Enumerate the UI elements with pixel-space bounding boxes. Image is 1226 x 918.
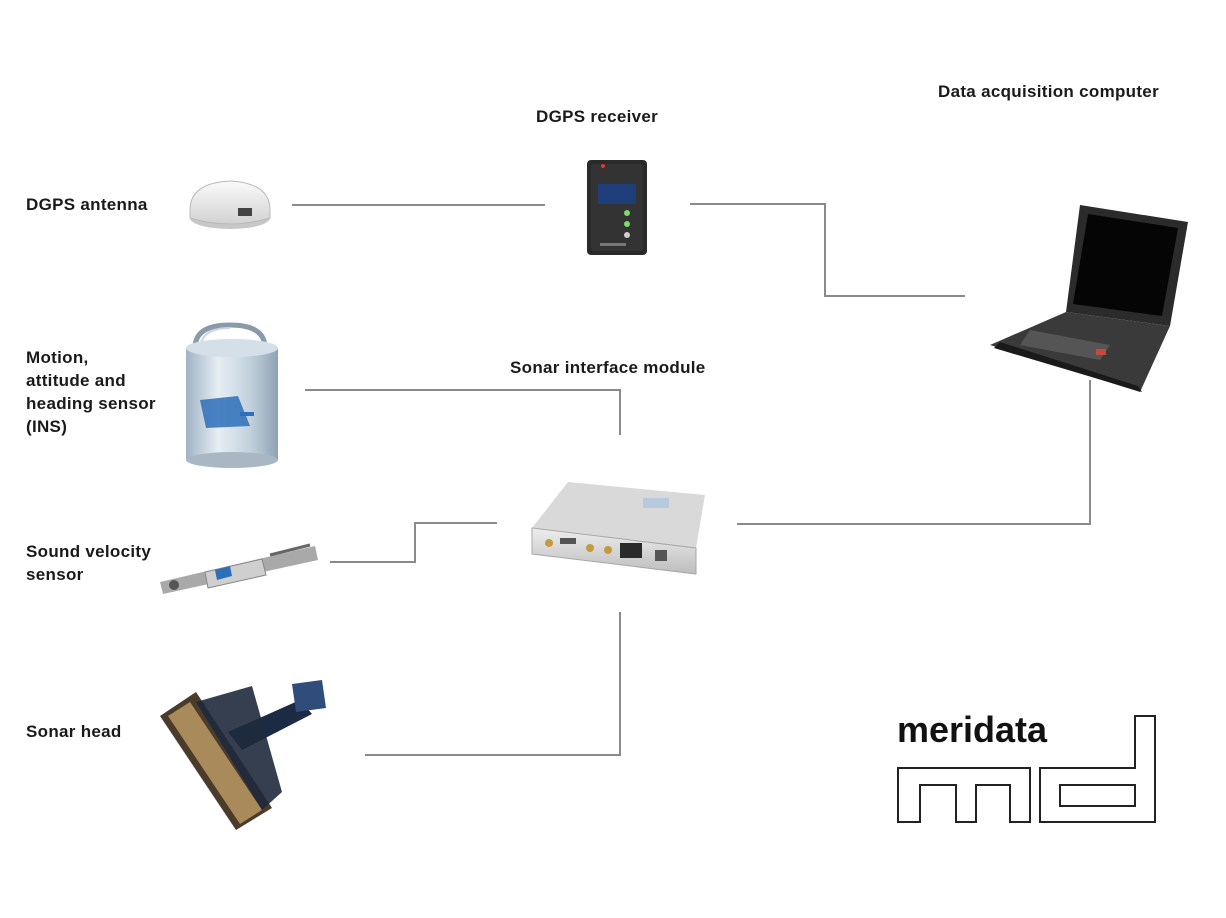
label-ins-sensor: Motion, attitude and heading sensor (INS… (26, 348, 156, 436)
logo-word: meridata (897, 709, 1048, 750)
label-sonar-head: Sonar head (26, 722, 122, 741)
sonar-interface-module-icon (531, 482, 705, 575)
receiver-to-computer-line (690, 203, 965, 297)
label-dgps-antenna: DGPS antenna (26, 195, 148, 214)
label-sound-velocity-sensor: Sound velocity sensor (26, 542, 152, 584)
sound-to-interface-line (330, 522, 497, 563)
sonar-head-icon (160, 680, 326, 830)
head-to-interface-line (365, 612, 621, 756)
sound-velocity-sensor-icon (160, 543, 318, 594)
label-data-acquisition-computer: Data acquisition computer (938, 82, 1159, 101)
dgps-receiver-icon (587, 160, 647, 255)
interface-to-computer-line (737, 380, 1091, 525)
ins-to-interface-line (305, 389, 621, 435)
label-dgps-receiver: DGPS receiver (536, 107, 659, 126)
dgps-antenna-icon (189, 180, 271, 229)
meridata-logo: meridata (897, 709, 1156, 823)
laptop-icon (990, 205, 1188, 392)
ins-sensor-icon (186, 322, 278, 468)
label-sonar-interface-module: Sonar interface module (510, 358, 706, 377)
